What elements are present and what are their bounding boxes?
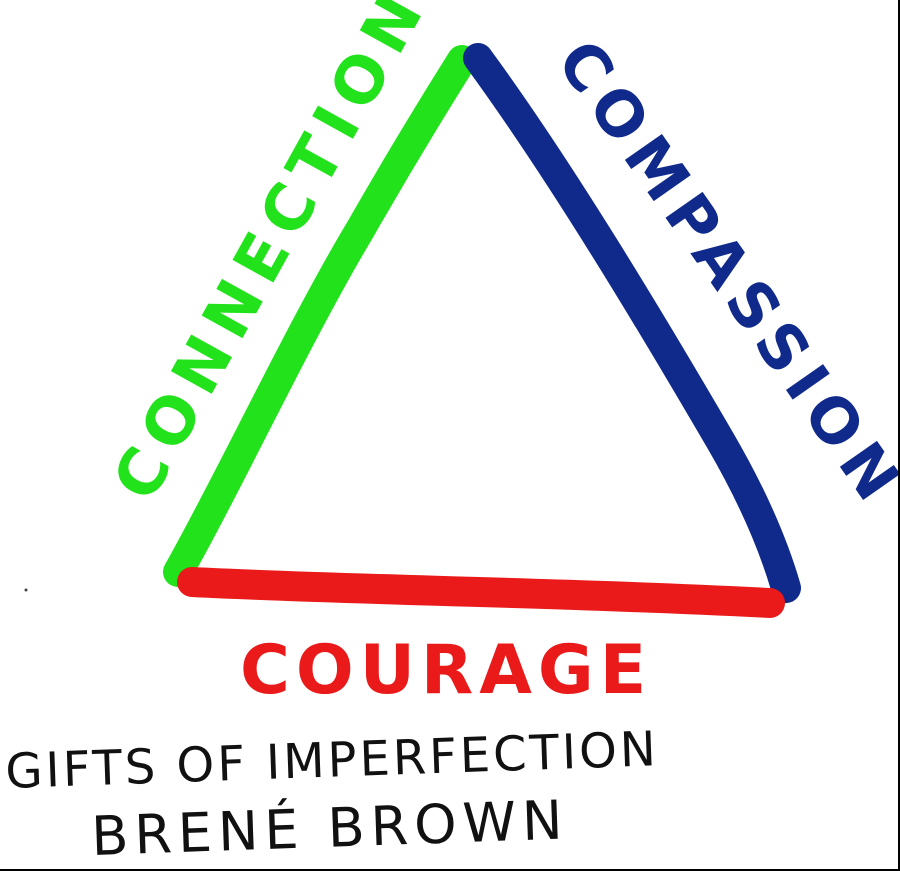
- triangle-side-courage: [177, 567, 785, 618]
- label-courage: COURAGE: [240, 631, 652, 710]
- bottom-edge-line: [0, 869, 900, 871]
- triangle-side-connection: [163, 45, 477, 587]
- right-edge-line: [898, 0, 900, 871]
- triangle-side-compassion: [463, 43, 801, 603]
- stray-dot: [24, 588, 28, 592]
